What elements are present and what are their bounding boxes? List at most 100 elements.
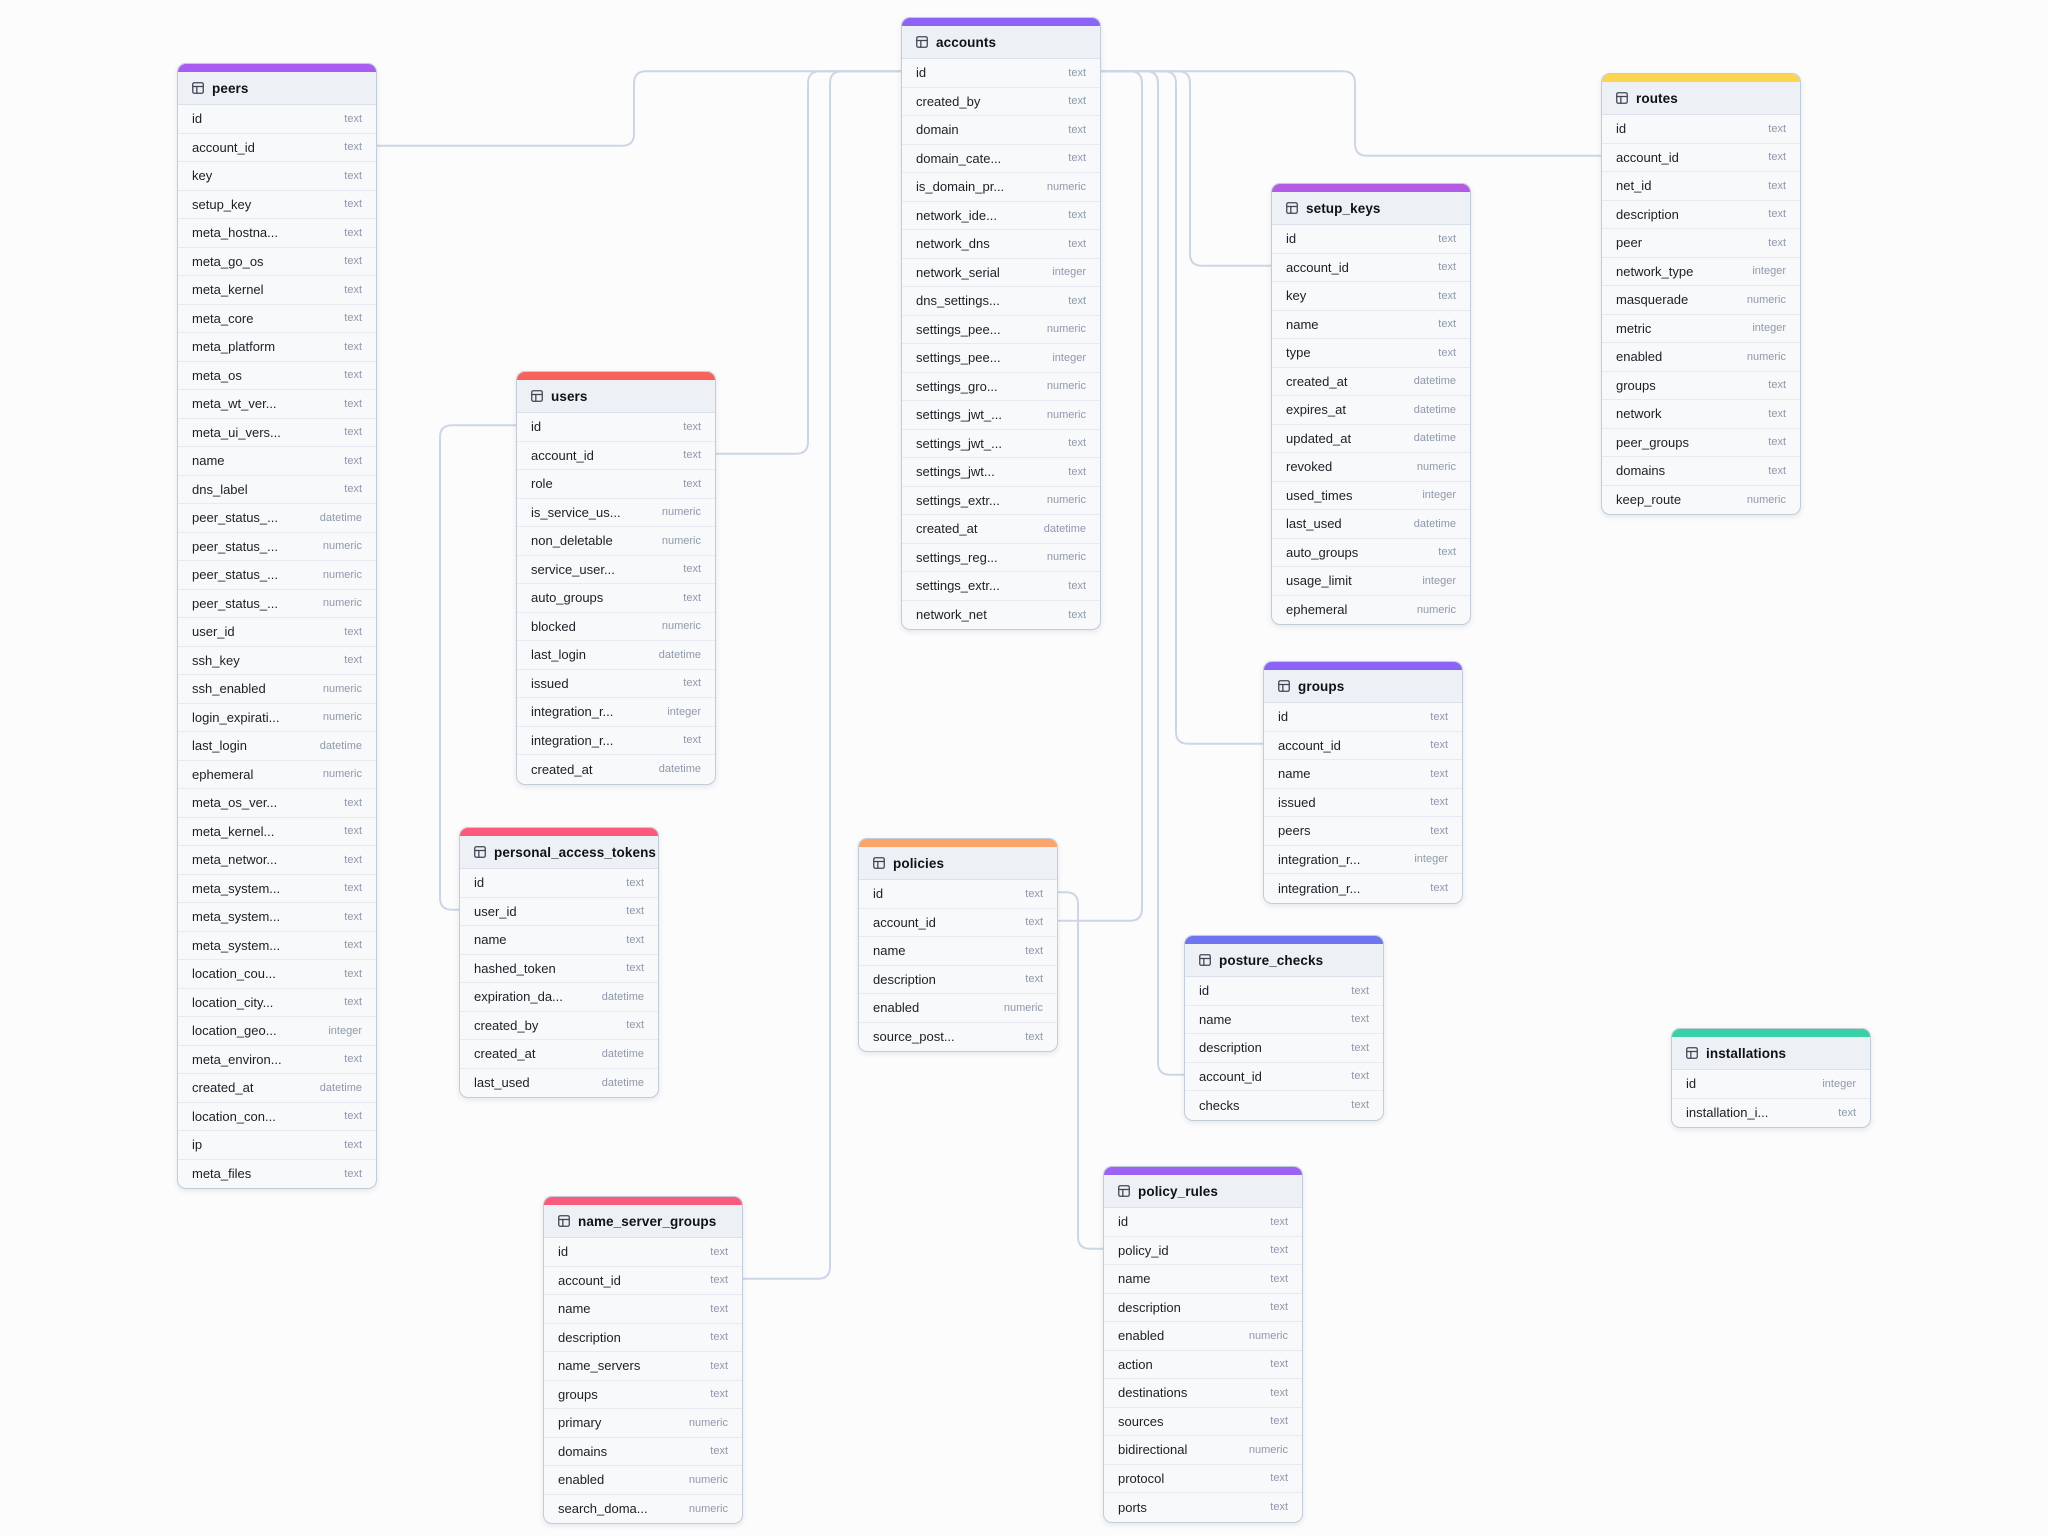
field-type: text	[1430, 882, 1448, 895]
field-name: peer_status_...	[192, 538, 278, 554]
field-name: settings_jwt...	[916, 464, 995, 480]
relationship-policy_rules.policy_id-policies.id[interactable]	[1057, 891, 1104, 1250]
field-type: integer	[1414, 853, 1448, 866]
field-name: ephemeral	[1286, 602, 1348, 618]
table-header[interactable]: peers	[178, 72, 376, 105]
table-title: posture_checks	[1219, 952, 1324, 968]
field-type: text	[710, 1359, 728, 1372]
field-name: installation_i...	[1686, 1105, 1769, 1121]
table-row: used_times integer	[1272, 482, 1470, 510]
table-header[interactable]: accounts	[902, 26, 1100, 59]
table-accent-strip	[544, 1197, 742, 1205]
table-row: peer_status_...numeric	[178, 561, 376, 590]
field-name: metric	[1616, 320, 1652, 336]
table-header[interactable]: personal_access_tokens	[460, 836, 658, 869]
field-name: account_id	[873, 914, 936, 930]
field-type: integer	[1422, 489, 1456, 502]
field-name: settings_extr...	[916, 492, 1000, 508]
field-type: text	[1768, 436, 1786, 449]
table-header[interactable]: policies	[859, 847, 1057, 880]
field-name: updated_at	[1286, 430, 1352, 446]
field-name: id	[873, 886, 884, 902]
relationship-setup_keys.account_id-accounts.id[interactable]	[1100, 70, 1272, 267]
field-name: used_times	[1286, 487, 1353, 503]
field-name: user_id	[474, 903, 517, 919]
table-row: meta_environ...text	[178, 1046, 376, 1074]
field-name: last_used	[474, 1075, 530, 1091]
table-header[interactable]: policy_rules	[1104, 1175, 1302, 1208]
relationship-name_server_groups.account_id-accounts.id[interactable]	[742, 70, 902, 1280]
field-name: description	[558, 1329, 621, 1345]
field-name: primary	[558, 1415, 602, 1431]
relationship-peers.account_id-accounts.id[interactable]	[376, 70, 902, 147]
table-header[interactable]: routes	[1602, 82, 1800, 115]
field-type: text	[1068, 95, 1086, 108]
field-name: auto_groups	[531, 590, 604, 606]
field-type: text	[344, 255, 362, 268]
field-name: domains	[1616, 463, 1666, 479]
table-header[interactable]: posture_checks	[1185, 944, 1383, 977]
relationship-routes.account_id-accounts.id[interactable]	[1100, 70, 1602, 157]
table-accent-strip	[902, 18, 1100, 26]
field-name: description	[1199, 1040, 1262, 1056]
relationship-groups.account_id-accounts.id[interactable]	[1100, 70, 1264, 745]
relationship-users.account_id-accounts.id[interactable]	[715, 70, 902, 455]
table-header[interactable]: groups	[1264, 670, 1462, 703]
field-name: meta_system...	[192, 880, 281, 896]
table-row: meta_hostna...text	[178, 219, 376, 248]
table-header[interactable]: installations	[1672, 1037, 1870, 1070]
field-type: text	[626, 1019, 644, 1032]
field-name: is_service_us...	[531, 504, 621, 520]
table-title: policy_rules	[1138, 1183, 1218, 1199]
table-icon	[916, 36, 928, 48]
field-name: id	[1286, 231, 1297, 247]
field-type: text	[683, 477, 701, 490]
field-name: domain	[916, 122, 959, 138]
field-name: name_servers	[558, 1358, 641, 1374]
field-name: meta_core	[192, 310, 254, 326]
table-header[interactable]: setup_keys	[1272, 192, 1470, 225]
table-header[interactable]: users	[517, 380, 715, 413]
field-name: enabled	[1118, 1328, 1165, 1344]
field-type: integer	[1822, 1077, 1856, 1090]
field-type: text	[1430, 710, 1448, 723]
field-type: text	[344, 283, 362, 296]
field-type: text	[344, 654, 362, 667]
table-row: meta_ui_vers...text	[178, 419, 376, 447]
field-name: network_serial	[916, 264, 1000, 280]
table-accent-strip	[178, 64, 376, 72]
field-type: datetime	[319, 739, 362, 752]
field-name: enabled	[873, 1000, 920, 1016]
table-header[interactable]: name_server_groups	[544, 1205, 742, 1238]
relationship-personal_access_tokens.user_id-users.id[interactable]	[439, 424, 517, 911]
table-row: source_post...text	[859, 1023, 1057, 1052]
field-name: enabled	[1616, 349, 1663, 365]
table-accent-strip	[1672, 1029, 1870, 1037]
table-row: login_expirati...numeric	[178, 704, 376, 732]
field-name: revoked	[1286, 459, 1333, 475]
